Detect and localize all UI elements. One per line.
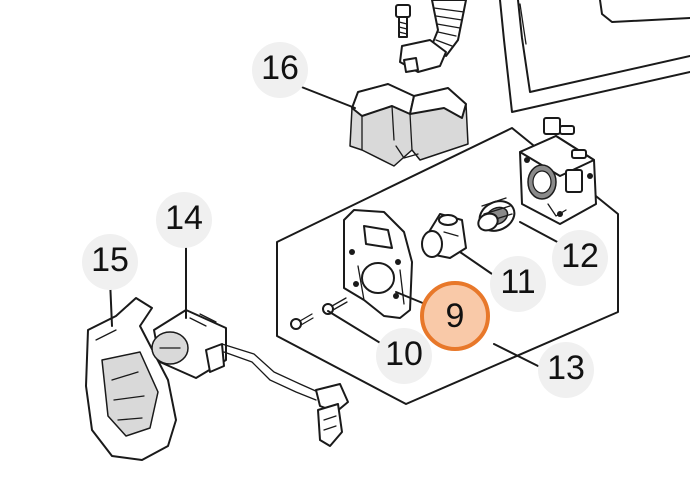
assembly-box-13 [276, 127, 619, 405]
gasket-icon [343, 209, 413, 319]
side-housing-icon [85, 297, 177, 461]
callout-13-label: 13 [547, 349, 585, 387]
callout-16[interactable]: 16 [252, 42, 308, 98]
connector-icon [221, 343, 349, 447]
shroud-icon [349, 83, 469, 167]
carburetor-icon [519, 117, 597, 225]
callout-11[interactable]: 11 [490, 256, 546, 312]
switch-icon [151, 309, 227, 379]
callout-15[interactable]: 15 [82, 234, 138, 290]
callout-12-label: 12 [561, 237, 599, 275]
callout-9-highlighted[interactable]: 9 [420, 281, 490, 351]
callout-14[interactable]: 14 [156, 192, 212, 248]
highlight-ring [420, 281, 490, 351]
callout-14-label: 14 [165, 199, 203, 237]
callout-15-label: 15 [91, 241, 129, 279]
callout-12[interactable]: 12 [552, 230, 608, 286]
callout-10[interactable]: 10 [376, 328, 432, 384]
spring-hose-icon [399, 0, 467, 73]
housing-outline [499, 0, 690, 113]
callout-16-label: 16 [261, 49, 299, 87]
ring-connector-icon [477, 197, 516, 232]
screw-icon [290, 297, 348, 330]
cone-boot-icon [421, 213, 467, 259]
bolt-icon [395, 4, 411, 38]
callout-13[interactable]: 13 [538, 342, 594, 398]
callout-10-label: 10 [385, 335, 423, 373]
callout-11-label: 11 [500, 263, 535, 301]
callout-9-label: 9 [446, 297, 465, 335]
